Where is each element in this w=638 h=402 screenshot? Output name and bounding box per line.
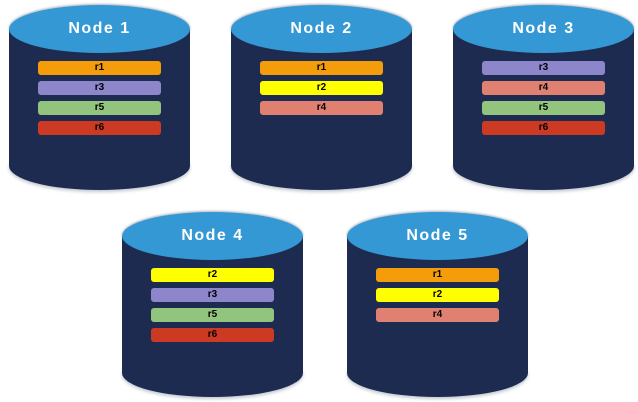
database-node-1[interactable]: Node 1 r1 r3 r5 r6 bbox=[7, 3, 192, 190]
cylinder-top-ellipse bbox=[453, 5, 634, 53]
replica-bar-r1[interactable]: r1 bbox=[375, 268, 500, 282]
replica-stack: r3 r4 r5 r6 bbox=[453, 61, 634, 135]
replica-stack: r1 r3 r5 r6 bbox=[9, 61, 190, 135]
database-node-2[interactable]: Node 2 r1 r2 r4 bbox=[229, 3, 414, 190]
replica-bar-r3[interactable]: r3 bbox=[37, 81, 162, 95]
node-label: Node 5 bbox=[406, 227, 469, 244]
replica-bar-r1[interactable]: r1 bbox=[37, 61, 162, 75]
cylinder-top-ellipse bbox=[122, 212, 303, 260]
cylinder-top-ellipse bbox=[347, 212, 528, 260]
replica-bar-r3[interactable]: r3 bbox=[150, 288, 275, 302]
replica-stack: r1 r2 r4 bbox=[347, 268, 528, 322]
replica-bar-r4[interactable]: r4 bbox=[375, 308, 500, 322]
replica-bar-r4[interactable]: r4 bbox=[259, 101, 384, 115]
replica-bar-r2[interactable]: r2 bbox=[259, 81, 384, 95]
replica-bar-r1[interactable]: r1 bbox=[259, 61, 384, 75]
replica-bar-r6[interactable]: r6 bbox=[150, 328, 275, 342]
replica-bar-r2[interactable]: r2 bbox=[375, 288, 500, 302]
database-node-3[interactable]: Node 3 r3 r4 r5 r6 bbox=[451, 3, 636, 190]
replica-bar-r6[interactable]: r6 bbox=[481, 121, 606, 135]
node-label: Node 4 bbox=[181, 227, 244, 244]
replica-stack: r2 r3 r5 r6 bbox=[122, 268, 303, 342]
replica-bar-r2[interactable]: r2 bbox=[150, 268, 275, 282]
node-label: Node 2 bbox=[290, 20, 353, 37]
replica-bar-r6[interactable]: r6 bbox=[37, 121, 162, 135]
cylinder-top-ellipse bbox=[9, 5, 190, 53]
node-label: Node 1 bbox=[68, 20, 131, 37]
replica-bar-r5[interactable]: r5 bbox=[150, 308, 275, 322]
replica-bar-r5[interactable]: r5 bbox=[481, 101, 606, 115]
database-node-4[interactable]: Node 4 r2 r3 r5 r6 bbox=[120, 210, 305, 397]
cylinder-top-ellipse bbox=[231, 5, 412, 53]
replica-bar-r4[interactable]: r4 bbox=[481, 81, 606, 95]
replica-bar-r5[interactable]: r5 bbox=[37, 101, 162, 115]
node-label: Node 3 bbox=[512, 20, 575, 37]
replica-stack: r1 r2 r4 bbox=[231, 61, 412, 115]
database-node-5[interactable]: Node 5 r1 r2 r4 bbox=[345, 210, 530, 397]
replica-bar-r3[interactable]: r3 bbox=[481, 61, 606, 75]
